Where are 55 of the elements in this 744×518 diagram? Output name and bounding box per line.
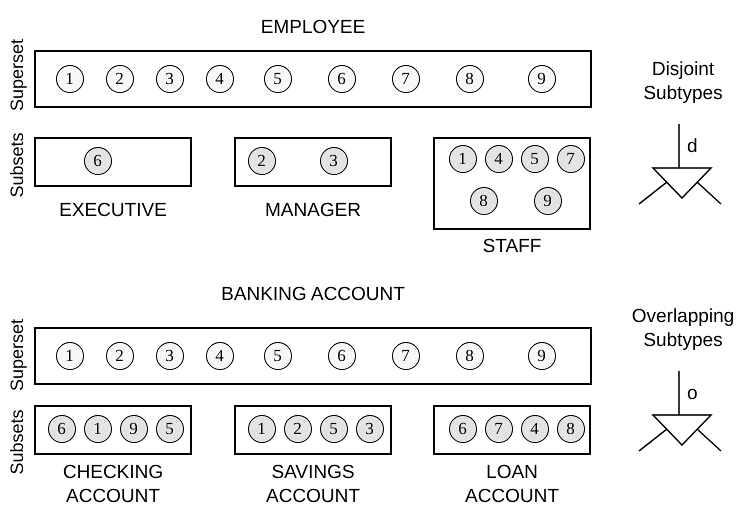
member-circle: 1 bbox=[84, 414, 112, 442]
member-circle: 4 bbox=[520, 414, 548, 442]
member-circle: 5 bbox=[264, 342, 292, 370]
member-circle: 9 bbox=[528, 342, 556, 370]
member-circle: 6 bbox=[448, 414, 476, 442]
set-name: MANAGER bbox=[264, 199, 362, 223]
subtype-letter: d bbox=[687, 136, 698, 158]
member-circle: 6 bbox=[328, 342, 356, 370]
set-name: SAVINGS ACCOUNT bbox=[265, 461, 361, 509]
member-circle: 7 bbox=[556, 144, 584, 172]
member-circle: 6 bbox=[84, 146, 112, 174]
member-circle: 4 bbox=[206, 64, 234, 92]
subtype-letter: o bbox=[687, 383, 698, 405]
member-circle: 1 bbox=[56, 64, 84, 92]
member-circle: 2 bbox=[106, 64, 134, 92]
member-circle: 1 bbox=[56, 342, 84, 370]
member-circle: 6 bbox=[48, 414, 76, 442]
member-circle: 8 bbox=[456, 64, 484, 92]
member-circle: 7 bbox=[392, 64, 420, 92]
set-name: LOAN ACCOUNT bbox=[464, 461, 560, 509]
set-name: EMPLOYEE bbox=[260, 16, 366, 40]
member-circle: 8 bbox=[556, 414, 584, 442]
row-label: Subsets bbox=[6, 408, 28, 477]
set-name: STAFF bbox=[482, 235, 542, 259]
member-circle: 5 bbox=[264, 64, 292, 92]
member-circle: 1 bbox=[448, 144, 476, 172]
member-circle: 9 bbox=[120, 414, 148, 442]
member-circle: 5 bbox=[520, 144, 548, 172]
member-circle: 8 bbox=[470, 186, 498, 214]
member-circle: 8 bbox=[456, 342, 484, 370]
row-label: Superset bbox=[6, 38, 28, 114]
member-circle: 2 bbox=[106, 342, 134, 370]
member-circle: 5 bbox=[320, 414, 348, 442]
member-circle: 9 bbox=[528, 64, 556, 92]
subtype-heading: Disjoint Subtypes bbox=[642, 58, 724, 106]
member-circle: 3 bbox=[156, 64, 184, 92]
member-circle: 2 bbox=[248, 146, 276, 174]
member-circle: 4 bbox=[484, 144, 512, 172]
member-circle: 2 bbox=[284, 414, 312, 442]
member-circle: 9 bbox=[534, 186, 562, 214]
member-circle: 7 bbox=[484, 414, 512, 442]
set-name: CHECKING ACCOUNT bbox=[62, 461, 164, 509]
member-circle: 6 bbox=[328, 64, 356, 92]
row-label: Superset bbox=[6, 318, 28, 394]
subtype-heading: Overlapping Subtypes bbox=[630, 305, 736, 353]
member-circle: 4 bbox=[206, 342, 234, 370]
set-name: BANKING ACCOUNT bbox=[220, 283, 406, 307]
member-circle: 1 bbox=[248, 414, 276, 442]
member-circle: 3 bbox=[156, 342, 184, 370]
member-circle: 3 bbox=[356, 414, 384, 442]
set-name: EXECUTIVE bbox=[58, 199, 168, 223]
row-label: Subsets bbox=[6, 131, 28, 200]
member-circle: 3 bbox=[320, 146, 348, 174]
member-circle: 5 bbox=[156, 414, 184, 442]
member-circle: 7 bbox=[392, 342, 420, 370]
